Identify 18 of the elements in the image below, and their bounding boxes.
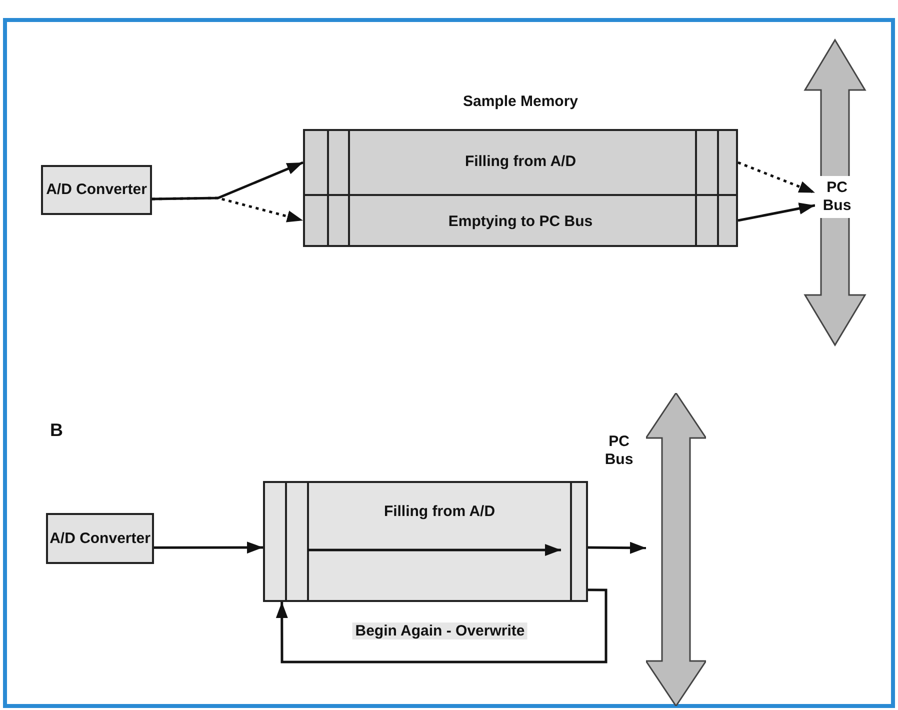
panel-letter: B <box>50 420 63 441</box>
dotted-arrow <box>738 161 816 194</box>
converter-box <box>41 165 152 215</box>
converter-box <box>46 513 154 564</box>
arrow <box>738 202 816 222</box>
memory-box <box>263 481 588 602</box>
edge-label: Begin Again - Overwrite <box>352 622 528 640</box>
box-label: Emptying to PC Bus <box>448 212 593 230</box>
box-label: A/D Converter <box>46 181 147 199</box>
box-label: Filling from A/D <box>382 503 496 521</box>
box-label: PC Bus <box>822 179 852 215</box>
box-label: A/D Converter <box>50 530 150 548</box>
arrow <box>588 542 646 554</box>
arrow <box>154 542 263 554</box>
dotted-arrow <box>152 196 304 222</box>
memory-heading: Sample Memory <box>462 93 580 111</box>
box-label: Filling from A/D <box>464 152 576 170</box>
arrow <box>276 588 608 664</box>
